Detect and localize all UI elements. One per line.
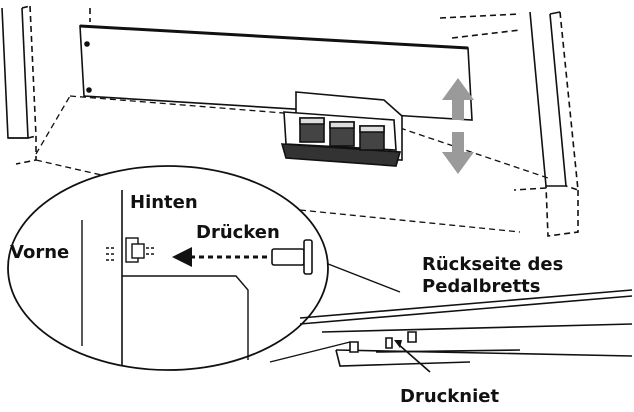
arrow-head-icon	[172, 247, 192, 267]
label-press: Drücken	[196, 222, 280, 243]
left-side-panel	[1, 5, 37, 165]
rivet-leader-line	[397, 343, 431, 373]
pedal-box	[280, 91, 403, 167]
label-board-back-1: Rückseite des	[422, 254, 563, 275]
leader-arrow-icon	[394, 340, 402, 348]
floor-outline	[35, 95, 549, 233]
label-back: Hinten	[130, 192, 198, 213]
label-front: Vorne	[10, 242, 69, 263]
rivet-inset	[106, 237, 156, 263]
down-arrow-icon	[442, 132, 474, 174]
magnified-inset	[7, 165, 401, 371]
push-rivet-pin	[271, 239, 313, 275]
up-arrow-icon	[442, 78, 474, 120]
label-board-back-2: Pedalbretts	[422, 276, 541, 297]
label-push-rivet: Druckniet	[400, 386, 499, 407]
back-board	[79, 8, 521, 121]
pedal-board-rear	[299, 289, 633, 367]
right-side-panel	[513, 11, 579, 237]
